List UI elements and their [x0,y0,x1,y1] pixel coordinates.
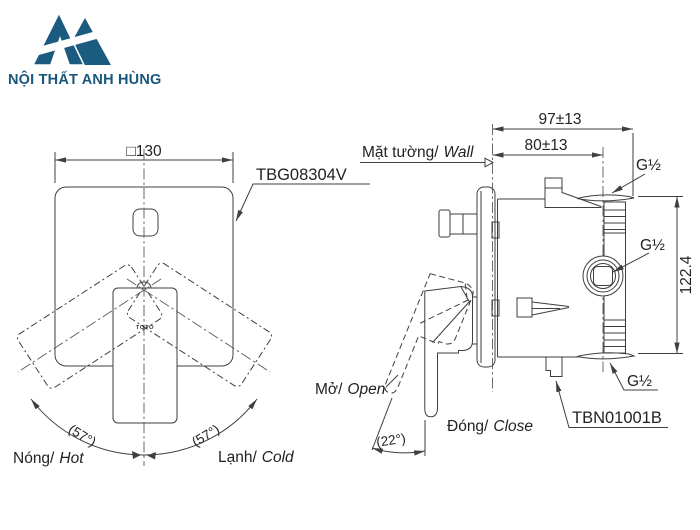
front-view-drawing: □130 TOTO (57°) (57°) Nóng/Hot Lạnh/Cold… [13,143,370,467]
body-back-slab [603,233,626,320]
handle-phantom-left [16,264,163,389]
bottom-nipple [603,319,626,354]
wall-label-vi: Mặt tường/ [362,144,439,161]
bottom-nipple-threads [604,326,626,347]
bottom-tab [545,357,563,377]
handle-phantom-right [126,262,273,388]
thread-front-leader [612,252,650,273]
open-angle-arc [371,447,426,456]
ext-lines-122 [638,196,683,354]
ext-line-open [371,397,393,451]
mid-clip [516,297,533,318]
dim-depth-total: 97±13 [539,111,582,128]
open-label-leader [385,374,399,388]
logo-swoosh [28,25,118,58]
lever-outline [424,285,473,418]
mount-bracket-top [544,177,602,208]
side-product-code: TBN01001B [572,409,662,427]
outlet-port-mid [586,259,620,293]
wall-label-en: Wall [444,144,474,161]
front-code-leader [235,183,370,222]
bottom-flange [576,352,636,360]
close-label-en: Close [493,418,533,435]
thread-bottom-label: G½ [627,373,652,390]
top-flange [576,194,635,202]
thread-top-label: G½ [636,157,661,174]
wall-label: Mặt tường/Wall [362,144,474,161]
cold-label: Lạnh/Cold [218,449,295,466]
handle-front [112,287,178,424]
outlet-port-outer [582,255,624,297]
lever-hub-lines [472,296,477,345]
arc-center-arrow-right [147,452,156,460]
top-nipple [603,201,626,234]
open-angle-label: (22°) [375,431,406,450]
plate-profile [476,186,496,368]
thread-bottom-leader [609,362,658,391]
hot-label-vi: Nóng/ [13,450,55,467]
angle-right-label: (57°) [189,422,222,450]
cold-label-vi: Lạnh/ [218,449,257,466]
top-nipple-threads [604,209,626,230]
company-logo: NỘI THẤT ANH HÙNG [8,11,162,88]
plate-clip-top [491,221,500,239]
front-product-code: TBG08304V [256,166,347,184]
close-label-vi: Đóng/ [447,418,489,435]
outlet-port-inner [590,263,616,289]
brand-name: NỘI THẤT ANH HÙNG [8,70,162,88]
thread-top-leader [611,173,646,194]
lever-closed [424,285,473,418]
plate-clip-bottom [491,299,500,317]
axis-line-right [126,278,271,373]
open-label: Mở/Open [315,381,385,398]
dim-depth-center: 80±13 [525,137,568,154]
arc-center-arrow-left [132,451,141,459]
wall-pointer [484,157,495,168]
swing-arc [30,398,258,456]
side-view-drawing: 97±13 80±13 Mặt tường/Wall [315,111,695,456]
open-label-vi: Mở/ [315,381,343,398]
open-label-en: Open [347,381,385,398]
toto-brand-mark: TOTO [136,325,154,331]
mid-clip-spring [531,301,570,316]
knob-cap [438,209,451,238]
outlet-port-square [593,266,613,286]
logo-a-cutout [50,36,70,65]
diverter-button [132,208,159,237]
close-label: Đóng/Close [447,418,533,435]
side-code-leader [555,380,668,428]
hot-label: Nóng/Hot [13,450,84,467]
dim-height: 122.4 [678,255,695,294]
thread-front-label: G½ [640,237,665,254]
axis-line-left [17,278,162,373]
cold-label-en: Cold [262,449,295,466]
hot-label-en: Hot [59,450,84,467]
